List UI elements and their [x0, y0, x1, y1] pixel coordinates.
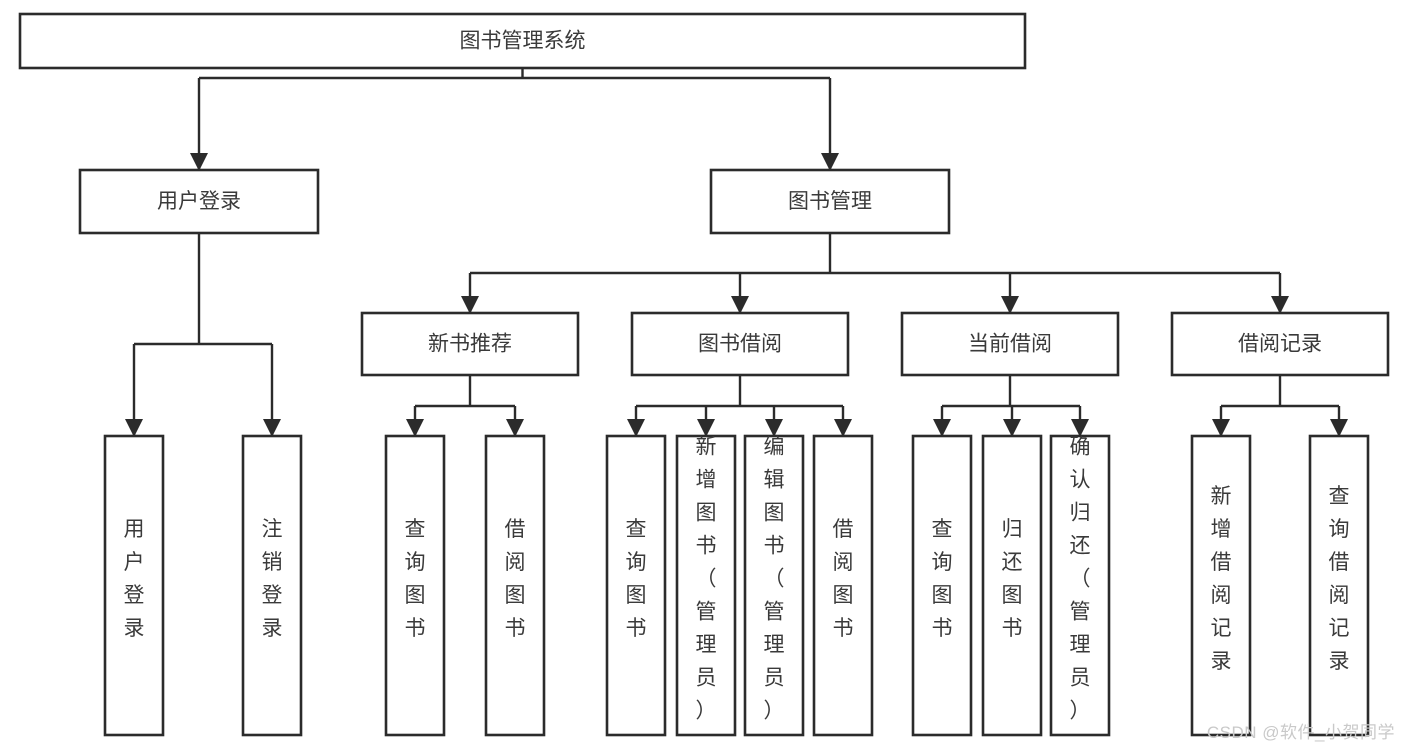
node-label-new-book-recommend: 新书推荐 [428, 333, 512, 356]
node-box-leaf-user-login [103, 434, 165, 737]
node-layer: 图书管理系统用户登录图书管理新书推荐图书借阅当前借阅借阅记录用户登录注销登录查询… [18, 12, 1390, 737]
node-box-leaf-logout-login [241, 434, 303, 737]
arrow-head-icon [627, 419, 645, 437]
arrow-head-icon [834, 419, 852, 437]
node-label-leaf-query-book-3: 查询图书 [932, 518, 953, 640]
node-box-leaf-add-record [1190, 434, 1252, 737]
node-user-login[interactable]: 用户登录 [78, 168, 320, 235]
node-leaf-borrow-book-1[interactable]: 借阅图书 [484, 434, 546, 737]
arrow-head-icon [506, 419, 524, 437]
node-box-user-login [78, 168, 320, 235]
arrow-head-icon [125, 419, 143, 437]
node-leaf-user-login[interactable]: 用户登录 [103, 434, 165, 737]
node-label-leaf-user-login: 用户登录 [124, 518, 145, 640]
node-box-new-book-recommend [360, 311, 580, 377]
node-label-leaf-add-book: 新增图书（管理员） [696, 436, 717, 723]
node-leaf-edit-book[interactable]: 编辑图书（管理员） [743, 434, 805, 737]
node-book-management[interactable]: 图书管理 [709, 168, 951, 235]
node-label-leaf-borrow-book-2: 借阅图书 [833, 518, 854, 640]
node-box-leaf-query-record [1308, 434, 1370, 737]
node-box-leaf-add-book [675, 434, 737, 737]
arrow-head-icon [697, 419, 715, 437]
node-leaf-return-book[interactable]: 归还图书 [981, 434, 1043, 737]
node-leaf-borrow-book-2[interactable]: 借阅图书 [812, 434, 874, 737]
node-label-leaf-logout-login: 注销登录 [262, 518, 283, 640]
node-label-root: 图书管理系统 [460, 30, 586, 53]
node-label-leaf-borrow-book-1: 借阅图书 [505, 518, 526, 640]
node-label-leaf-confirm-return: 确认归还（管理员） [1070, 436, 1091, 723]
node-box-root [18, 12, 1027, 70]
arrow-head-icon [1330, 419, 1348, 437]
arrow-head-icon [731, 296, 749, 314]
arrow-head-icon [1212, 419, 1230, 437]
node-box-leaf-return-book [981, 434, 1043, 737]
node-label-leaf-return-book: 归还图书 [1002, 518, 1023, 640]
arrow-head-icon [263, 419, 281, 437]
node-label-current-borrow: 当前借阅 [968, 333, 1052, 356]
node-label-user-login: 用户登录 [157, 190, 241, 213]
node-box-leaf-edit-book [743, 434, 805, 737]
node-leaf-query-book-2[interactable]: 查询图书 [605, 434, 667, 737]
connector-layer [125, 68, 1348, 437]
node-label-book-borrow: 图书借阅 [698, 333, 782, 356]
arrow-head-icon [1003, 419, 1021, 437]
watermark-label: CSDN @软件_小贺同学 [1206, 723, 1395, 742]
node-leaf-add-book[interactable]: 新增图书（管理员） [675, 434, 737, 737]
node-box-leaf-borrow-book-1 [484, 434, 546, 737]
node-box-leaf-query-book-2 [605, 434, 667, 737]
node-borrow-record[interactable]: 借阅记录 [1170, 311, 1390, 377]
node-label-leaf-query-book-1: 查询图书 [405, 518, 426, 640]
node-leaf-query-record[interactable]: 查询借阅记录 [1308, 434, 1370, 737]
node-root[interactable]: 图书管理系统 [18, 12, 1027, 70]
node-box-current-borrow [900, 311, 1120, 377]
arrow-head-icon [933, 419, 951, 437]
arrow-head-icon [765, 419, 783, 437]
node-box-leaf-query-book-1 [384, 434, 446, 737]
node-leaf-query-book-3[interactable]: 查询图书 [911, 434, 973, 737]
node-new-book-recommend[interactable]: 新书推荐 [360, 311, 580, 377]
node-label-leaf-query-record: 查询借阅记录 [1329, 485, 1350, 673]
node-box-leaf-query-book-3 [911, 434, 973, 737]
arrow-head-icon [821, 153, 839, 171]
node-label-leaf-query-book-2: 查询图书 [626, 518, 647, 640]
arrow-head-icon [190, 153, 208, 171]
node-leaf-confirm-return[interactable]: 确认归还（管理员） [1049, 434, 1111, 737]
node-leaf-logout-login[interactable]: 注销登录 [241, 434, 303, 737]
node-book-borrow[interactable]: 图书借阅 [630, 311, 850, 377]
arrow-head-icon [1001, 296, 1019, 314]
arrow-head-icon [1271, 296, 1289, 314]
node-box-book-management [709, 168, 951, 235]
node-label-leaf-edit-book: 编辑图书（管理员） [764, 436, 785, 723]
arrow-head-icon [406, 419, 424, 437]
node-label-book-management: 图书管理 [788, 190, 872, 213]
node-label-leaf-add-record: 新增借阅记录 [1211, 485, 1232, 673]
node-current-borrow[interactable]: 当前借阅 [900, 311, 1120, 377]
arrow-head-icon [461, 296, 479, 314]
node-box-leaf-confirm-return [1049, 434, 1111, 737]
node-label-borrow-record: 借阅记录 [1238, 333, 1322, 356]
node-leaf-add-record[interactable]: 新增借阅记录 [1190, 434, 1252, 737]
arrow-head-icon [1071, 419, 1089, 437]
node-box-book-borrow [630, 311, 850, 377]
node-leaf-query-book-1[interactable]: 查询图书 [384, 434, 446, 737]
node-box-leaf-borrow-book-2 [812, 434, 874, 737]
node-box-borrow-record [1170, 311, 1390, 377]
